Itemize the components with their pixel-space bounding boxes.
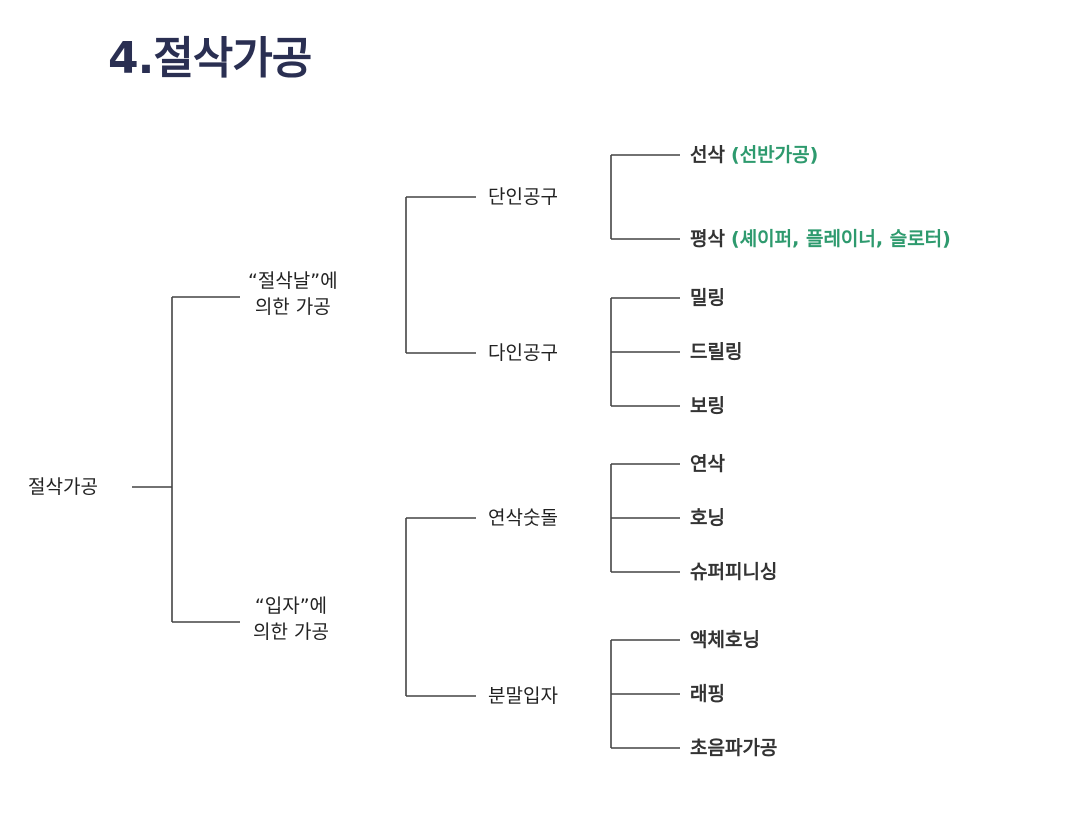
- leaf-item: 밀링: [690, 287, 725, 309]
- root-node: 절삭가공: [28, 476, 98, 498]
- group-single-point-tool: 단인공구: [488, 186, 558, 208]
- leaf-item: 액체호닝: [690, 629, 760, 651]
- leaf-name: 평삭: [690, 228, 725, 250]
- leaf-item: 연삭: [690, 453, 725, 475]
- leaf-item: 보링: [690, 395, 725, 417]
- branch-particle: “입자”에 의한 가공: [253, 593, 329, 645]
- leaf-name: 선삭: [690, 144, 725, 166]
- branch-label-line2: 의한 가공: [254, 296, 331, 318]
- branch-label-line1: “절삭날”에: [248, 270, 338, 292]
- leaf-item: 평삭 (셰이퍼, 플레이너, 슬로터): [690, 226, 951, 252]
- leaf-item: 슈퍼피니싱: [690, 561, 778, 583]
- leaf-item: 초음파가공: [690, 737, 778, 759]
- branch-label-line1: “입자”에: [254, 595, 328, 617]
- leaf-item: 드릴링: [690, 341, 743, 363]
- page-title: 4.절삭가공: [108, 33, 312, 84]
- leaf-item: 래핑: [690, 683, 725, 705]
- group-multi-point-tool: 다인공구: [488, 342, 558, 364]
- branch-label-line2: 의한 가공: [253, 621, 329, 643]
- leaf-item: 호닝: [690, 507, 725, 529]
- group-powder-particle: 분말입자: [488, 685, 558, 707]
- group-grinding-wheel: 연삭숫돌: [488, 507, 558, 529]
- leaf-note: (선반가공): [731, 144, 819, 166]
- leaf-item: 선삭 (선반가공): [690, 142, 818, 168]
- leaf-note: (셰이퍼, 플레이너, 슬로터): [731, 228, 951, 250]
- branch-cutting-edge: “절삭날”에 의한 가공: [248, 268, 338, 320]
